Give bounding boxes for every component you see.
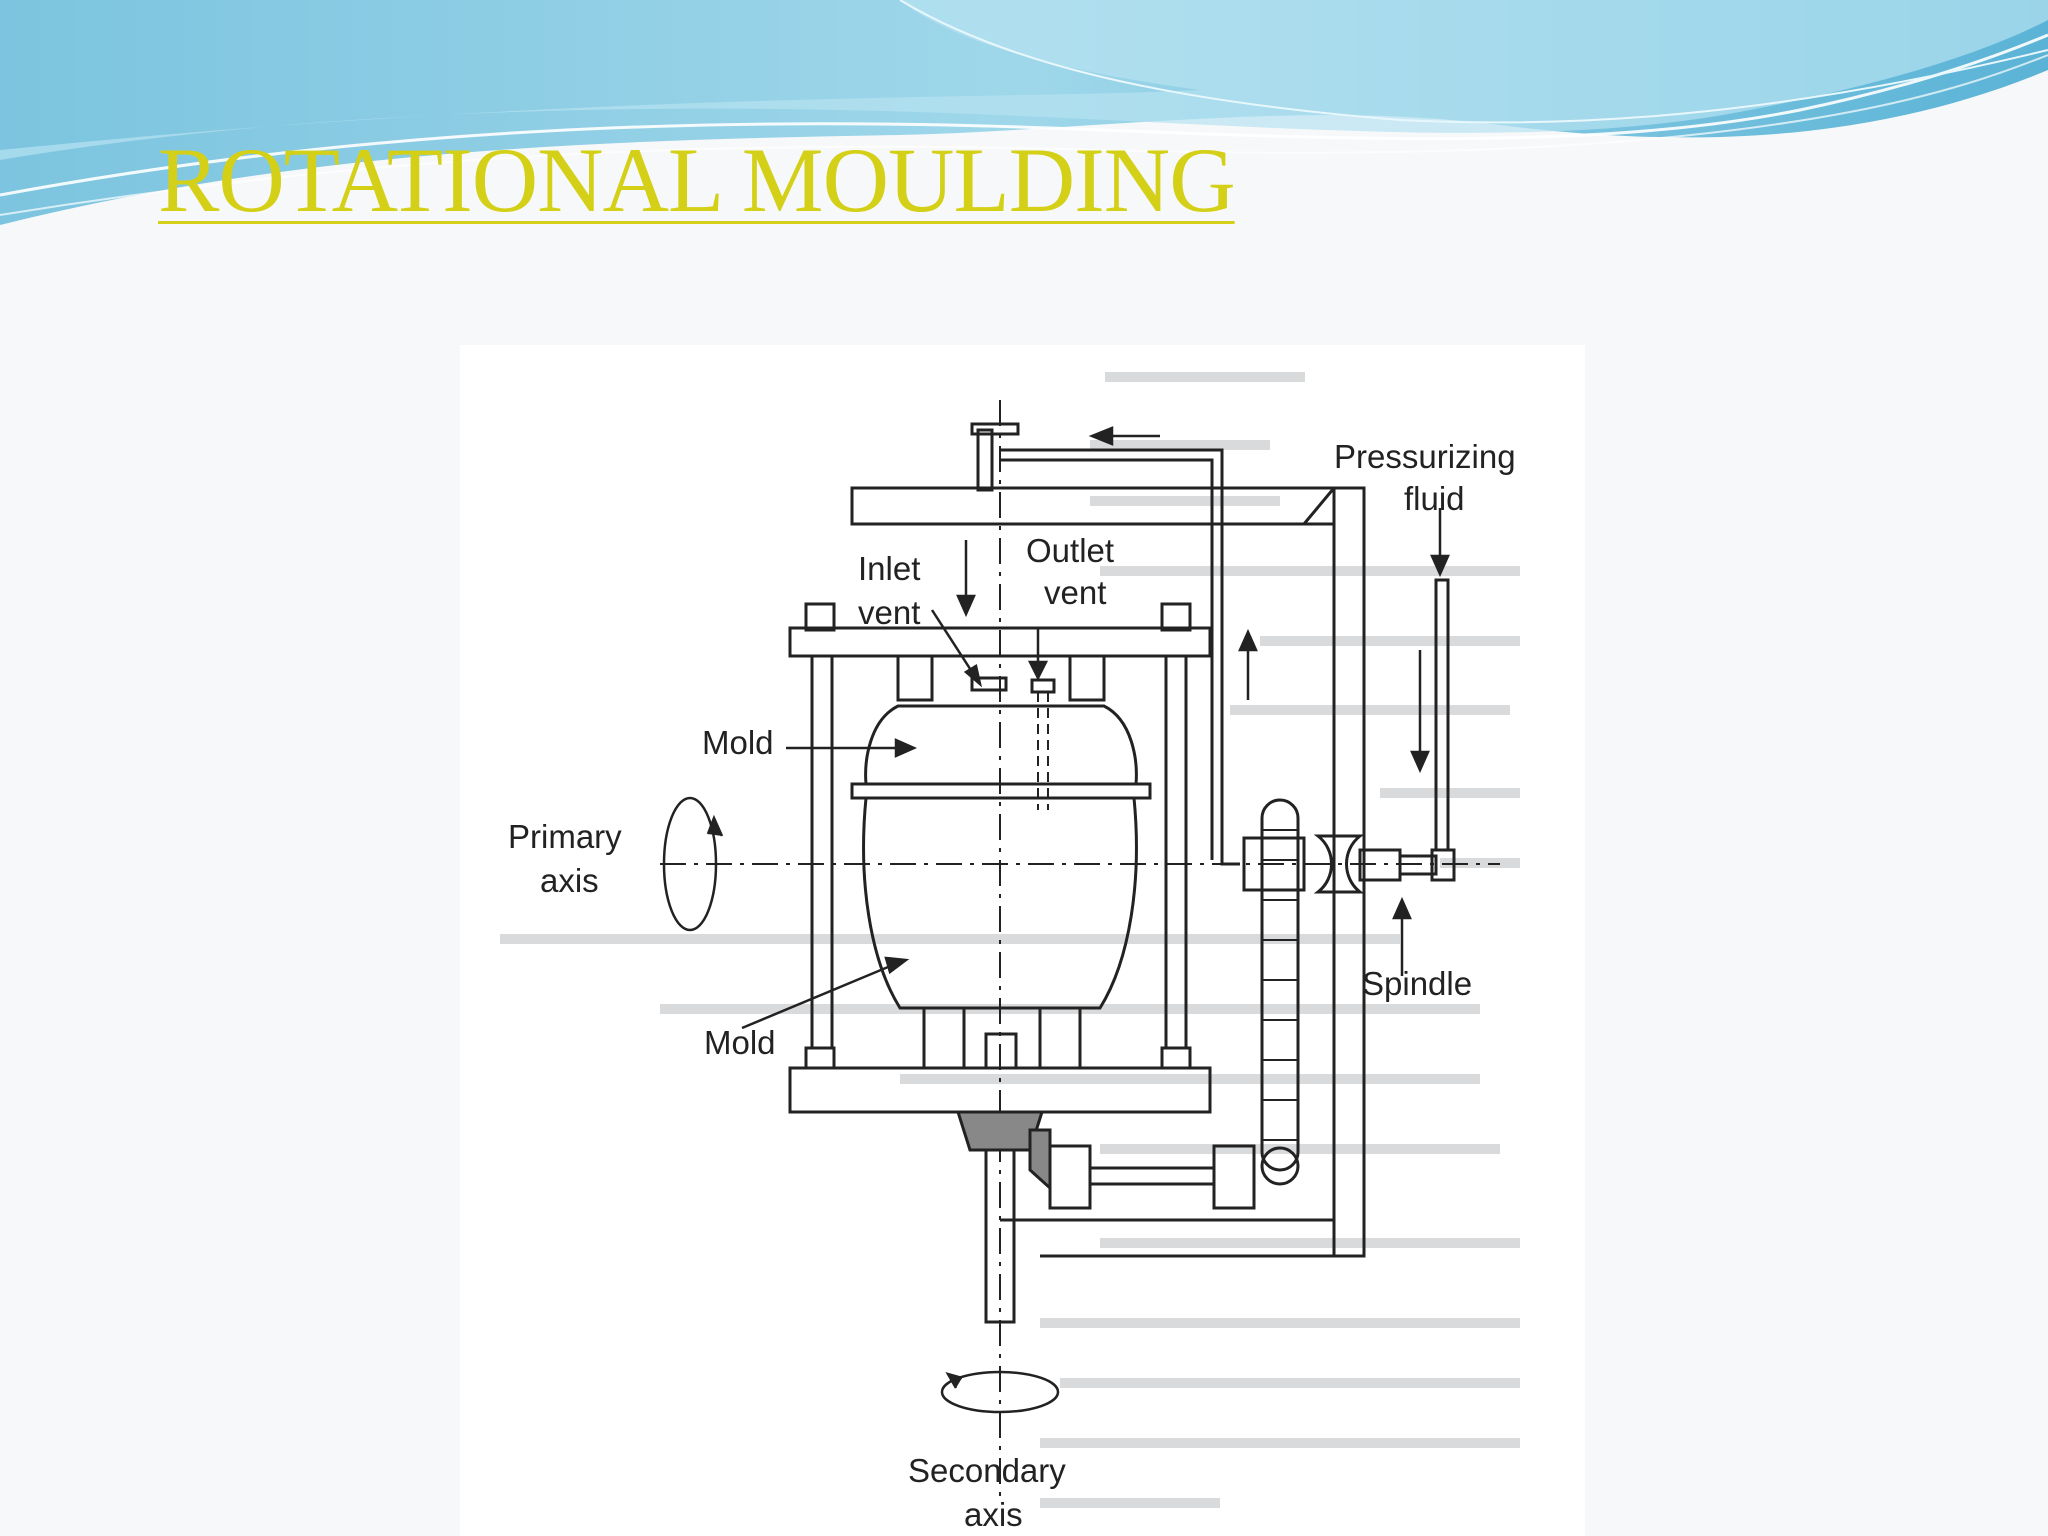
spindle-label: Spindle [1362, 965, 1472, 1002]
scan-bleed-through [500, 372, 1520, 1508]
fluid-feed-pipe [1434, 578, 1450, 852]
upper-left-bolt [804, 602, 836, 632]
upper-right-bolt [1160, 602, 1192, 632]
left-tie-rod [810, 654, 834, 1050]
top-shaft [976, 428, 994, 492]
rotation-indicators [662, 796, 1060, 1414]
outlet-vent-label: Outlet [1026, 532, 1114, 569]
mold-lower-label: Mold [704, 1024, 776, 1061]
slide-title: ROTATIONAL MOULDING [158, 129, 1236, 231]
upper-right-mount [1068, 654, 1106, 702]
fluid-tube-inner [1000, 458, 1214, 860]
spindle-pulley [1313, 834, 1365, 894]
mold-lower-half [862, 796, 1138, 1010]
machine-drawing [660, 400, 1500, 1500]
lower-right-mount [1038, 1006, 1082, 1070]
inlet-vent [970, 676, 1008, 692]
upper-sprocket [1242, 836, 1306, 892]
primary-axis-rotation [662, 796, 718, 932]
pressurizing-fluid-label: Pressurizing [1334, 438, 1516, 475]
outlet-vent [1030, 678, 1056, 694]
lower-right-bolt [1160, 1046, 1192, 1070]
lower-left-mount [922, 1006, 966, 1070]
primary-axis-label: Primary [508, 818, 622, 855]
diagram-labels: Pressurizing fluid Inlet vent Outlet ven… [508, 438, 1516, 1533]
pressurizing-fluid-label-2: fluid [1404, 480, 1465, 517]
frame-corner [1302, 487, 1336, 525]
frame-right-post [1332, 486, 1366, 1258]
spindle-shaft [1398, 854, 1438, 876]
bevel-gear-side [1028, 1128, 1052, 1192]
right-tie-rod [1164, 654, 1188, 1050]
flow-arrows [741, 426, 1450, 1030]
secondary-axis-rotation [940, 1370, 1060, 1414]
header-wave-decoration [0, 0, 2048, 225]
outlet-vent-label-2: vent [1044, 574, 1106, 611]
lower-left-bolt [804, 1046, 836, 1070]
upper-platen [788, 626, 1212, 658]
lower-sprocket [1260, 1146, 1300, 1186]
inlet-vent-label-2: vent [858, 594, 920, 631]
right-bearing [1212, 1144, 1256, 1210]
mold-upper-label: Mold [702, 724, 774, 761]
upper-left-mount [896, 654, 934, 702]
primary-axis-label-2: axis [540, 862, 599, 899]
fluid-tube-outer [1000, 448, 1240, 866]
inlet-vent-label: Inlet [858, 550, 920, 587]
top-shaft-cap [970, 422, 1020, 436]
secondary-axis-label: Secondary [908, 1452, 1066, 1489]
left-bearing [1048, 1144, 1092, 1210]
drive-chain [1260, 798, 1300, 1172]
lower-shaft [984, 1148, 1016, 1324]
bottom-arm-bar [1000, 1218, 1336, 1258]
secondary-axis-label-2: axis [964, 1496, 1023, 1533]
